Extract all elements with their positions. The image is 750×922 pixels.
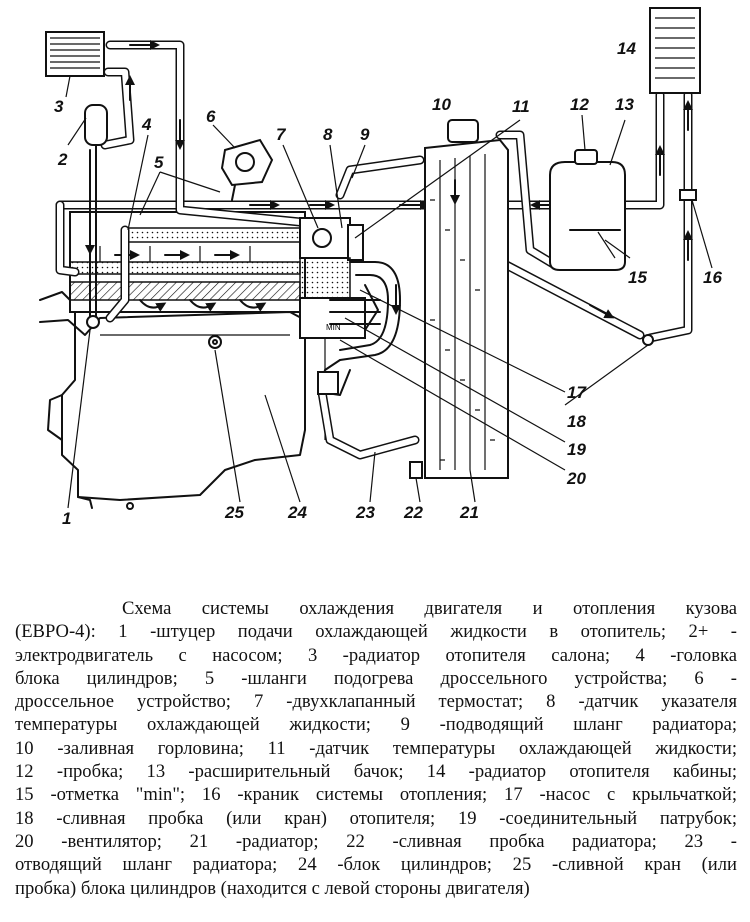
cylinder-head bbox=[69, 211, 306, 313]
leader-lines bbox=[65, 75, 713, 509]
label-24: 24 bbox=[287, 503, 307, 522]
caption-line: (ЕВРО-4): 1 -штуцер подачи охлаждающей ж… bbox=[15, 621, 737, 643]
caption-line: блока цилиндров; 5 -шланги подогрева дро… bbox=[15, 667, 737, 689]
label-19: 19 bbox=[567, 440, 586, 459]
caption-line: пробка) блока цилиндров (находится с лев… bbox=[15, 877, 530, 899]
label-13: 13 bbox=[615, 95, 634, 114]
label-16: 16 bbox=[703, 268, 722, 287]
cabin-heater-core bbox=[45, 31, 105, 77]
water-pump bbox=[299, 257, 401, 396]
label-4: 4 bbox=[141, 115, 152, 134]
caption-line: электродвигатель с насосом; 3 -радиатор … bbox=[15, 644, 737, 666]
throttle-body bbox=[220, 138, 274, 201]
caption-line: 18 -сливная пробка (или кран) отопителя;… bbox=[15, 807, 737, 829]
cabin-heater-radiator bbox=[649, 7, 701, 94]
caption-line: 20 -вентилятор; 21 -радиатор; 22 -сливна… bbox=[15, 830, 737, 852]
label-6: 6 bbox=[206, 107, 216, 126]
engine-block bbox=[39, 291, 326, 510]
diagram-caption: Схема системы охлаждения двигателя и ото… bbox=[15, 597, 737, 900]
caption-line: 10 -заливная горловина; 11 -датчик темпе… bbox=[15, 737, 737, 759]
caption-line: дроссельное устройство; 7 -двухклапанный… bbox=[15, 691, 737, 713]
label-22: 22 bbox=[403, 503, 423, 522]
block-drain-cock bbox=[208, 335, 222, 349]
label-10: 10 bbox=[432, 95, 451, 114]
label-18: 18 bbox=[567, 412, 586, 431]
label-17: 17 bbox=[567, 383, 587, 402]
expansion-tank bbox=[549, 149, 626, 271]
caption-line: Схема системы охлаждения двигателя и ото… bbox=[122, 598, 737, 619]
label-12: 12 bbox=[570, 95, 589, 114]
thermostat bbox=[299, 200, 364, 261]
label-1: 1 bbox=[62, 509, 71, 528]
electric-pump bbox=[84, 104, 108, 329]
label-5: 5 bbox=[154, 153, 164, 172]
caption-line: 12 -пробка; 13 -расширительный бачок; 14… bbox=[15, 761, 737, 783]
caption-line: температуры охлаждающей жидкости; 9 -под… bbox=[15, 714, 737, 736]
gauge-mark: MIN bbox=[326, 323, 341, 332]
label-7: 7 bbox=[276, 125, 287, 144]
radiator bbox=[409, 119, 509, 479]
cooling-system-diagram: 1 2 3 4 5 6 7 8 9 10 11 12 13 14 15 16 1… bbox=[39, 7, 722, 528]
label-25: 25 bbox=[224, 503, 244, 522]
label-14: 14 bbox=[617, 39, 636, 58]
label-21: 21 bbox=[459, 503, 479, 522]
caption-line: 15 -отметка "min"; 16 -краник системы от… bbox=[15, 784, 737, 806]
label-20: 20 bbox=[566, 469, 586, 488]
label-3: 3 bbox=[54, 97, 64, 116]
label-9: 9 bbox=[360, 125, 370, 144]
caption-line: отводящий шланг радиатора; 24 -блок цили… bbox=[15, 854, 737, 876]
label-11: 11 bbox=[512, 97, 530, 116]
label-15: 15 bbox=[628, 268, 647, 287]
label-8: 8 bbox=[323, 125, 333, 144]
label-2: 2 bbox=[57, 150, 68, 169]
label-23: 23 bbox=[355, 503, 375, 522]
heater-tap bbox=[642, 189, 697, 346]
